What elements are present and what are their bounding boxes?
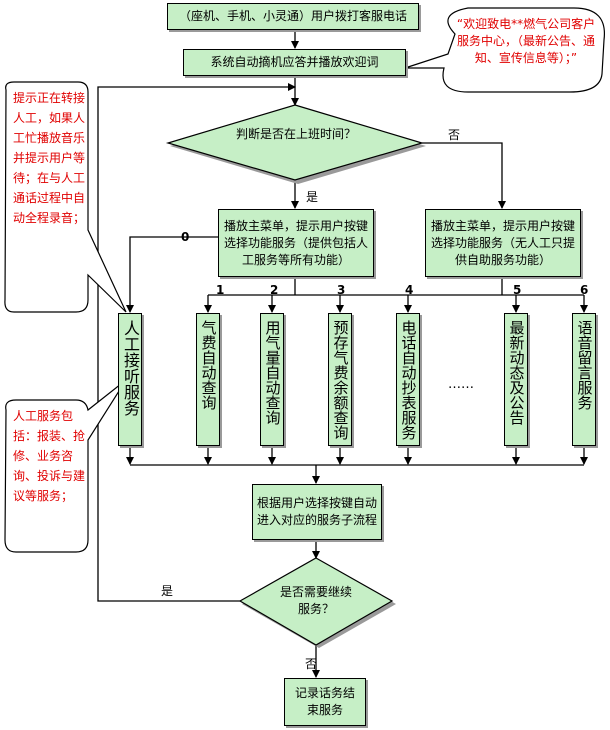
key-2-label: 2: [270, 283, 279, 297]
decision-worktime-text: 判断是否在上班时间？: [236, 127, 357, 141]
end-box: 记录话务结束服务: [284, 678, 366, 726]
menu-self-box: 播放主菜单，提示用户按键选择功能服务（无人工只提供自助服务功能）: [425, 209, 581, 277]
call-in-text: （座机、手机、小灵通）用户拨打客服电话: [178, 9, 407, 23]
key-1-label: 1: [216, 283, 225, 297]
call-in-box: （座机、手机、小灵通）用户拨打客服电话: [167, 3, 419, 30]
service-voicemail-label: 语音留言服务: [575, 320, 594, 410]
manual-scope-callout-bubble: [4, 379, 127, 553]
service-meter-reading-box: 电话自动抄表服务: [396, 313, 420, 446]
menu-full-box: 播放主菜单，提示用户按键选择功能服务（提供包括人工服务等所有功能）: [218, 209, 374, 277]
decision-continue-text: 是否需要继续服务？: [279, 585, 352, 616]
key-5-label: 5: [513, 283, 522, 297]
service-balance-query-box: 预存气费余额查询: [328, 313, 352, 446]
auto-answer-text: 系统自动摘机应答并播放欢迎词: [210, 55, 379, 69]
service-news-box: 最新动态及公告: [504, 313, 528, 446]
service-manual-label: 人工接听服务: [121, 320, 140, 416]
key-4-label: 4: [405, 283, 414, 297]
service-usage-query-label: 用气量自动查询: [263, 320, 282, 425]
auto-answer-box: 系统自动摘机应答并播放欢迎词: [183, 49, 406, 76]
service-balance-query-label: 预存气费余额查询: [331, 320, 350, 440]
key-0-label: 0: [181, 230, 190, 244]
route-box: 根据用户选择按键自动进入对应的服务子流程: [252, 484, 382, 540]
welcome-callout-text: “欢迎致电**燃气公司客户服务中心，（最新公告、通知、宣传信息等）；”: [456, 17, 596, 65]
manual-scope-callout-text: 人工服务包括：报装、抢修、业务咨询、投诉与建议等服务；: [13, 409, 86, 503]
welcome-callout-bubble: [404, 7, 606, 93]
continue-no-label: 否: [305, 657, 318, 671]
menu-full-text: 播放主菜单，提示用户按键选择功能服务（提供包括人工服务等所有功能）: [223, 218, 368, 267]
service-voicemail-box: 语音留言服务: [572, 313, 596, 446]
transfer-callout-bubble: [4, 81, 127, 313]
branch-yes-label: 是: [306, 190, 319, 204]
service-manual-box: 人工接听服务: [118, 313, 142, 446]
service-meter-reading-label: 电话自动抄表服务: [399, 320, 418, 440]
service-usage-query-box: 用气量自动查询: [260, 313, 284, 446]
route-text: 根据用户选择按键自动进入对应的服务子流程: [257, 496, 378, 527]
continue-yes-label: 是: [161, 584, 174, 598]
service-bill-query-label: 气费自动查询: [199, 320, 218, 410]
key-3-label: 3: [337, 283, 346, 297]
decision-worktime-diamond: [165, 104, 425, 181]
decision-continue-diamond: [238, 557, 394, 646]
branch-no-label: 否: [448, 128, 461, 142]
end-text: 记录话务结束服务: [294, 686, 355, 717]
service-news-label: 最新动态及公告: [507, 320, 526, 425]
key-6-label: 6: [580, 283, 589, 297]
menu-self-text: 播放主菜单，提示用户按键选择功能服务（无人工只提供自助服务功能）: [430, 218, 575, 267]
services-ellipsis: ……: [448, 377, 474, 392]
service-bill-query-box: 气费自动查询: [196, 313, 220, 446]
transfer-callout-text: 提示正在转接人工，如果人工忙播放音乐并提示用户等待；在与人工通话过程中自动全程录…: [13, 91, 86, 225]
